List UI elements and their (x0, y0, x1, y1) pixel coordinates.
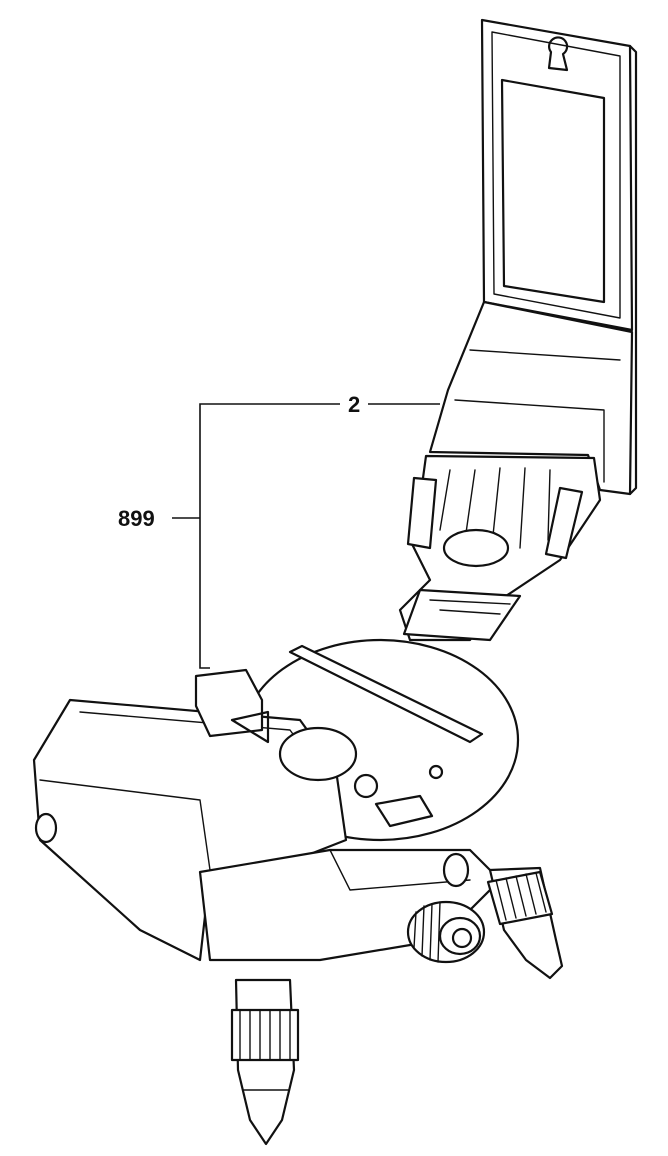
holder-slide-tongue (402, 588, 522, 642)
base-level-window (374, 794, 434, 828)
clip-arm-right (544, 486, 584, 560)
callout-label-899: 899 (118, 506, 155, 531)
adjustment-knob (406, 900, 486, 964)
clip-arm-left (406, 476, 438, 550)
keyhole-icon (547, 36, 569, 72)
direction-arrow-icon (230, 710, 270, 744)
ramp-crease-2 (454, 399, 605, 483)
callout-label-2: 2 (348, 392, 361, 417)
mount-plate-rim (491, 31, 621, 319)
leveling-foot-left (230, 978, 300, 1146)
slide-grooves (429, 599, 511, 615)
side-button-left (34, 812, 58, 844)
base-small-hole (353, 773, 379, 799)
wall-mount-bracket (398, 18, 638, 642)
side-button-right (442, 852, 470, 888)
base-latch-block (194, 668, 264, 738)
mount-window (500, 78, 606, 304)
rotating-base-unit (32, 638, 564, 1146)
holder-ribs (439, 467, 551, 549)
leveling-foot-right (486, 866, 564, 980)
base-center-hole (278, 726, 358, 782)
ramp-crease (469, 349, 621, 361)
holder-center-hole (442, 528, 510, 568)
base-top-rail (288, 644, 484, 744)
mount-side-edge (628, 44, 638, 496)
housing-front-edge (39, 779, 211, 871)
base-screw (428, 764, 444, 780)
skirt-crease (329, 849, 471, 891)
leader-line-2-to-base (199, 403, 340, 669)
callout-leaders (172, 403, 440, 669)
